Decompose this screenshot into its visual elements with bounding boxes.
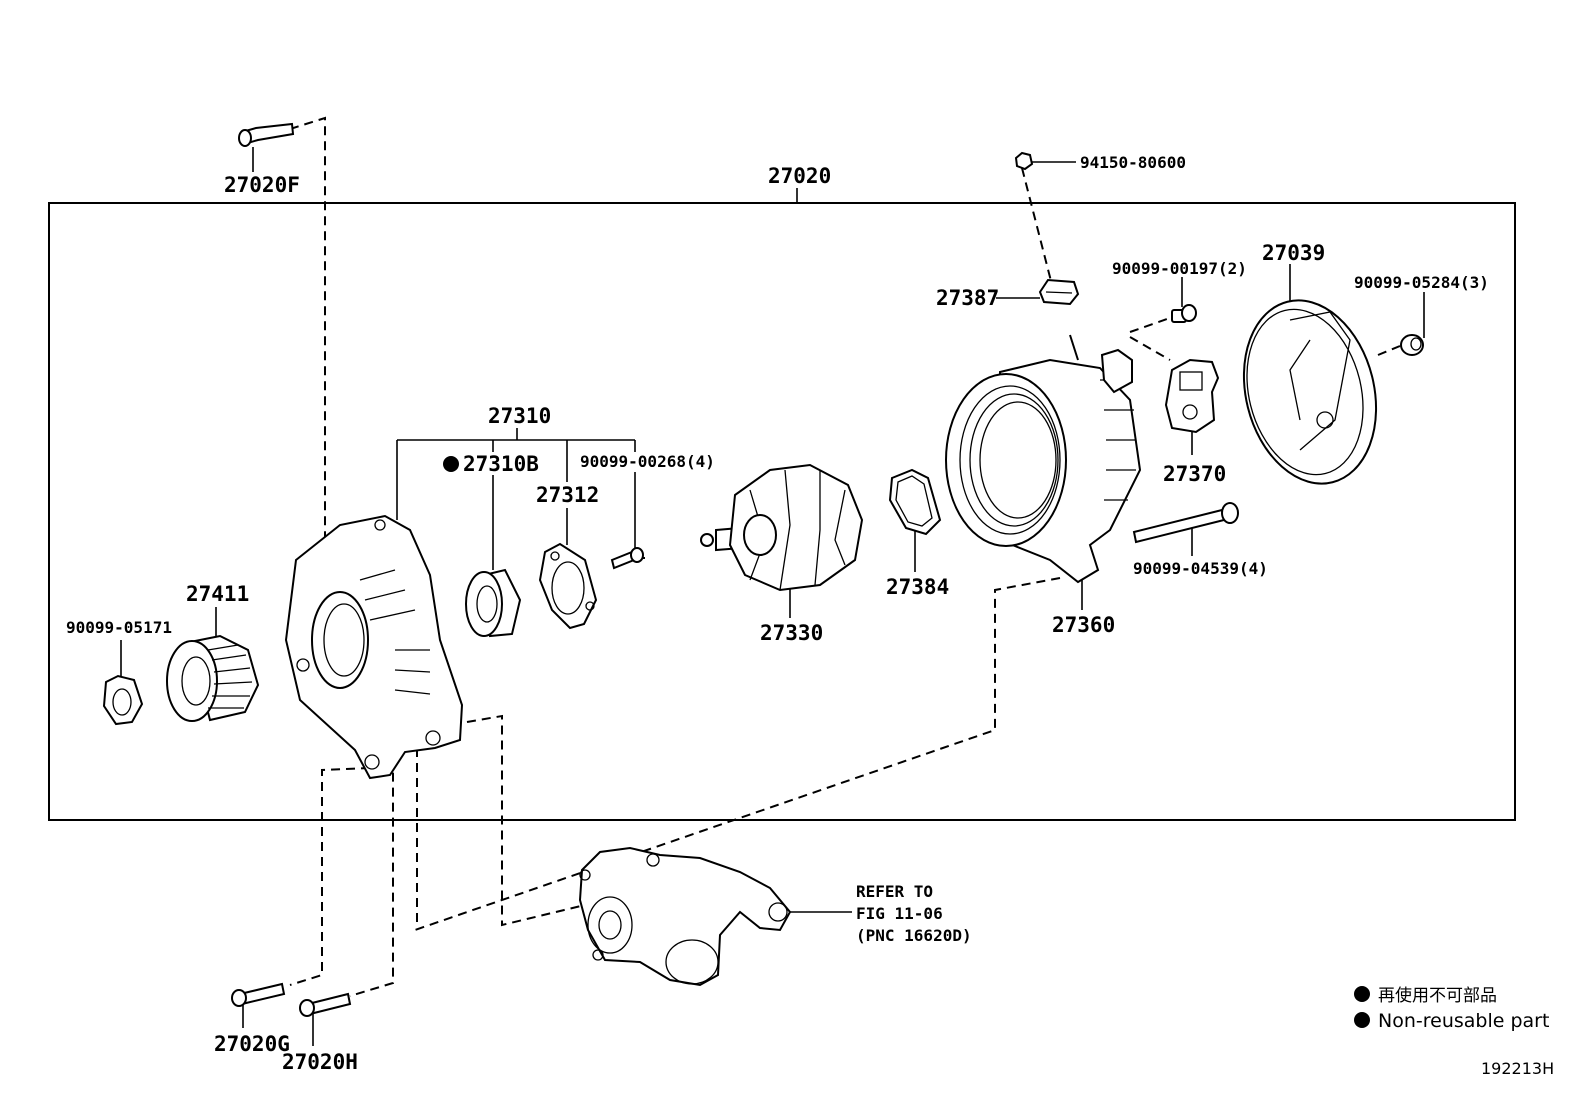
- screw-90099-00268-icon: [610, 547, 644, 570]
- nut-90099-05284-icon: [1400, 334, 1424, 356]
- label-27310[interactable]: 27310: [488, 404, 551, 428]
- seal-27384-icon: [888, 468, 942, 536]
- label-27020f[interactable]: 27020F: [224, 173, 300, 197]
- label-27370[interactable]: 27370: [1163, 462, 1226, 486]
- part-labels: 27020F 27020 94150-80600 27387 90099-001…: [66, 153, 1489, 1074]
- nut-94150-icon: [1014, 151, 1034, 171]
- legend-japanese: 再使用不可部品: [1378, 985, 1497, 1006]
- refer-line-2[interactable]: FIG 11-06: [856, 904, 943, 923]
- label-90099-00197[interactable]: 90099-00197(2): [1112, 259, 1247, 278]
- retainer-plate-27312-icon: [538, 542, 598, 630]
- refer-line-1: REFER TO: [856, 882, 933, 901]
- refer-line-3: (PNC 16620D): [856, 926, 972, 945]
- label-27020g[interactable]: 27020G: [214, 1032, 290, 1056]
- label-27387[interactable]: 27387: [936, 286, 999, 310]
- label-94150-80600[interactable]: 94150-80600: [1080, 153, 1186, 172]
- dashed-reference-lines: [289, 116, 1401, 997]
- label-27330[interactable]: 27330: [760, 621, 823, 645]
- figure-number: 192213H: [1481, 1059, 1554, 1078]
- refer-note: REFER TO FIG 11-06 (PNC 16620D): [856, 882, 972, 945]
- insulator-27387-icon: [1038, 278, 1080, 306]
- non-reusable-dot-icon: [443, 456, 459, 472]
- regulator-27370-icon: [1164, 358, 1220, 434]
- label-27384[interactable]: 27384: [886, 575, 949, 599]
- alternator-bracket-icon: [578, 846, 792, 987]
- leader-lines: [120, 147, 1425, 1046]
- legend: 再使用不可部品 Non-reusable part: [1354, 985, 1549, 1032]
- label-90099-04539[interactable]: 90099-04539(4): [1133, 559, 1268, 578]
- legend-dot-icon: [1354, 986, 1370, 1002]
- stator-frame-27360-icon: [945, 334, 1142, 584]
- bolt-90099-04539-icon: [1132, 502, 1239, 544]
- bolt-27020g-icon: [231, 982, 286, 1007]
- assembly-frame: [48, 202, 1516, 821]
- pulley-27411-icon: [166, 634, 260, 722]
- label-27020[interactable]: 27020: [768, 164, 831, 188]
- label-27312[interactable]: 27312: [536, 483, 599, 507]
- rear-cover-27039-icon: [1242, 299, 1378, 485]
- legend-english: Non-reusable part: [1378, 1010, 1549, 1032]
- bolt-27020h-icon: [299, 992, 352, 1017]
- label-27411[interactable]: 27411: [186, 582, 249, 606]
- legend-dot-icon: [1354, 1012, 1370, 1028]
- label-90099-05284[interactable]: 90099-05284(3): [1354, 273, 1489, 292]
- screw-90099-00197-icon: [1171, 304, 1197, 323]
- label-27310b[interactable]: 27310B: [463, 452, 539, 476]
- label-27039[interactable]: 27039: [1262, 241, 1325, 265]
- bolt-27020f-icon: [238, 122, 295, 147]
- label-27360[interactable]: 27360: [1052, 613, 1115, 637]
- label-27020h[interactable]: 27020H: [282, 1050, 358, 1074]
- rotor-27330-icon: [700, 463, 864, 592]
- nut-90099-05171-icon: [102, 674, 144, 726]
- bearing-27310b-icon: [465, 568, 522, 638]
- drive-end-frame-27310-icon: [284, 514, 464, 780]
- label-90099-05171[interactable]: 90099-05171: [66, 618, 172, 637]
- label-90099-00268[interactable]: 90099-00268(4): [580, 452, 715, 471]
